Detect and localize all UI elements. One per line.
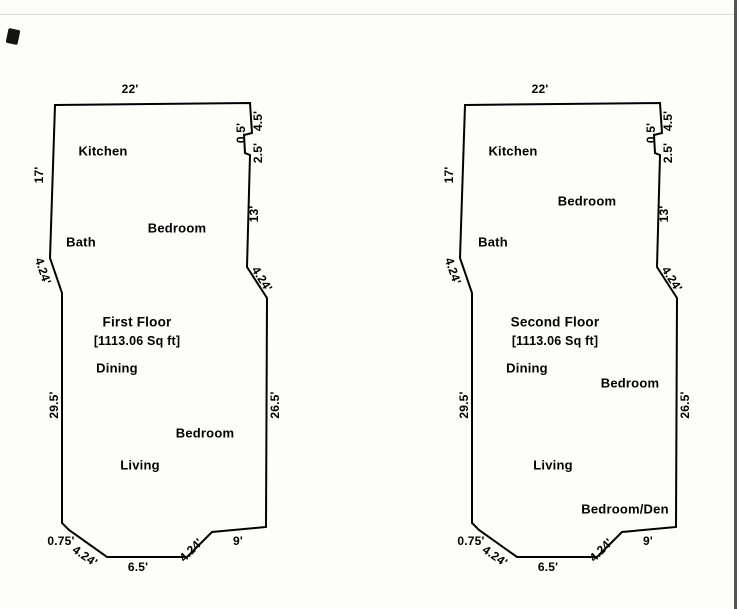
dim-top-label: 22' (531, 82, 549, 96)
scan-edge-right (734, 0, 737, 609)
dim-left-side-label: 29.5' (457, 391, 471, 419)
floor-area-label: [1113.06 Sq ft] (93, 334, 181, 348)
room-label-bedroom-upper: Bedroom (557, 193, 617, 209)
floor-title: Second Floor (510, 314, 600, 330)
dim-notch-label: 0.5' (644, 122, 658, 144)
room-label-bath: Bath (478, 234, 508, 250)
second-floor-outline (458, 101, 679, 558)
room-label-bedroom-mid: Bedroom (600, 375, 660, 391)
room-label-living: Living (533, 457, 573, 473)
first-floor-plan: 22' 4.5' 0.5' 2.5' 13' 4.24' 26.5' 9' 4.… (15, 75, 315, 595)
room-label-dining: Dining (96, 360, 138, 376)
room-label-bedroom-lower: Bedroom (175, 425, 235, 441)
floor-outline-polygon (458, 101, 679, 558)
dim-bottom-left-label: 0.75' (457, 534, 485, 548)
room-label-bedroom-den: Bedroom/Den (581, 501, 669, 517)
dim-bottom-right-label: 9' (233, 534, 243, 548)
dim-bottom-left-label: 0.75' (47, 534, 75, 548)
second-floor-plan: 22' 4.5' 0.5' 2.5' 13' 4.24' 26.5' 9' 4.… (425, 75, 725, 595)
room-label-kitchen: Kitchen (78, 143, 128, 159)
dim-left-side-label: 29.5' (47, 391, 61, 419)
dim-right-side-label: 26.5' (678, 391, 692, 419)
dim-bottom-label: 6.5' (127, 560, 149, 574)
dim-notch-label: 0.5' (234, 122, 248, 144)
dim-notch-lower-label: 2.5' (661, 142, 675, 164)
floor-title: First Floor (102, 314, 172, 330)
room-label-bedroom-upper: Bedroom (147, 220, 207, 236)
room-label-kitchen: Kitchen (488, 143, 538, 159)
scan-edge-top (0, 14, 737, 15)
floor-area-label: [1113.06 Sq ft] (511, 334, 599, 348)
dim-bottom-right-label: 9' (643, 534, 653, 548)
floor-outline-polygon (48, 101, 269, 558)
dim-left-top-label: 17' (32, 166, 46, 184)
dim-right-side-label: 26.5' (268, 391, 282, 419)
dim-right-upper-label: 13' (657, 205, 671, 223)
dim-notch-lower-label: 2.5' (251, 142, 265, 164)
dim-right-top-label: 4.5' (661, 110, 675, 132)
dim-left-top-label: 17' (442, 166, 456, 184)
dim-bottom-label: 6.5' (537, 560, 559, 574)
dim-top-label: 22' (121, 82, 139, 96)
scan-artifact (5, 27, 21, 46)
first-floor-outline (48, 101, 269, 558)
room-label-dining: Dining (506, 360, 548, 376)
dim-right-upper-label: 13' (247, 205, 261, 223)
room-label-living: Living (120, 457, 160, 473)
dim-right-top-label: 4.5' (251, 110, 265, 132)
room-label-bath: Bath (66, 234, 96, 250)
